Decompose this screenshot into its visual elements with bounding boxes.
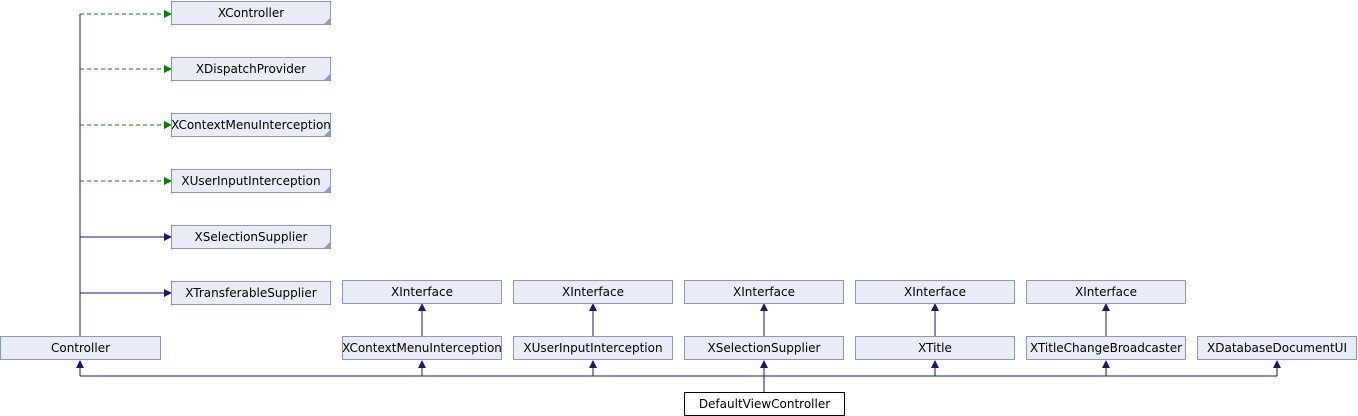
- node-defaultviewcontroller: DefaultViewController: [684, 392, 845, 416]
- node-label: XDispatchProvider: [195, 62, 307, 76]
- link-corner-icon: [324, 18, 330, 24]
- node-label: XController: [217, 6, 285, 20]
- node-label: XUserInputInterception: [181, 174, 321, 188]
- node-xuserinputinterception[interactable]: XUserInputInterception: [513, 336, 673, 360]
- node-xinterface-1[interactable]: XInterface: [342, 280, 502, 304]
- node-label: XContextMenuInterception: [342, 341, 502, 355]
- node-xdatabasedocumentui[interactable]: XDatabaseDocumentUI: [1197, 336, 1357, 360]
- node-xcontextmenuinterception[interactable]: XContextMenuInterception: [342, 336, 502, 360]
- node-xcontroller[interactable]: XController: [171, 1, 331, 25]
- node-label: XTitleChangeBroadcaster: [1029, 341, 1183, 355]
- link-corner-icon: [324, 74, 330, 80]
- node-xinterface-3[interactable]: XInterface: [684, 280, 844, 304]
- node-label: XTransferableSupplier: [185, 286, 317, 300]
- link-corner-icon: [324, 130, 330, 136]
- node-xcontextmenuinterception-top[interactable]: XContextMenuInterception: [171, 113, 331, 137]
- node-label: XContextMenuInterception: [171, 118, 331, 132]
- node-xselectionsupplier-top[interactable]: XSelectionSupplier: [171, 225, 331, 249]
- node-label: XInterface: [1075, 285, 1137, 299]
- node-xuserinputinterception-top[interactable]: XUserInputInterception: [171, 169, 331, 193]
- node-xinterface-4[interactable]: XInterface: [855, 280, 1015, 304]
- node-xselectionsupplier[interactable]: XSelectionSupplier: [684, 336, 844, 360]
- node-xtitle[interactable]: XTitle: [855, 336, 1015, 360]
- link-corner-icon: [324, 242, 330, 248]
- link-corner-icon: [324, 186, 330, 192]
- node-xdispatchprovider[interactable]: XDispatchProvider: [171, 57, 331, 81]
- node-label: XUserInputInterception: [523, 341, 663, 355]
- node-xinterface-2[interactable]: XInterface: [513, 280, 673, 304]
- node-label: XSelectionSupplier: [194, 230, 308, 244]
- node-xinterface-5[interactable]: XInterface: [1026, 280, 1186, 304]
- node-label: XInterface: [904, 285, 966, 299]
- node-label: XInterface: [391, 285, 453, 299]
- node-label: XTitle: [918, 341, 952, 355]
- node-label: Controller: [50, 341, 111, 355]
- node-xtitlechangebroadcaster[interactable]: XTitleChangeBroadcaster: [1026, 336, 1186, 360]
- node-controller[interactable]: Controller: [0, 336, 161, 360]
- node-label: XSelectionSupplier: [707, 341, 821, 355]
- node-label: XInterface: [733, 285, 795, 299]
- node-xtransferablesupplier[interactable]: XTransferableSupplier: [171, 281, 331, 305]
- node-label: XDatabaseDocumentUI: [1207, 341, 1347, 355]
- node-label: DefaultViewController: [698, 397, 831, 411]
- node-label: XInterface: [562, 285, 624, 299]
